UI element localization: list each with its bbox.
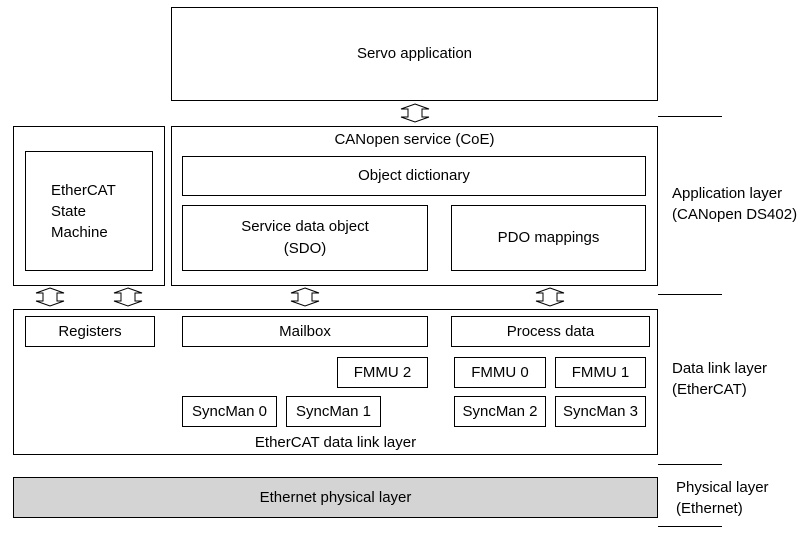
servo-application-box: Servo application <box>171 7 658 101</box>
physical-layer-label-line-2: (Ethernet) <box>676 500 743 517</box>
fmmu-2-label: FMMU 2 <box>353 363 412 381</box>
physical-layer-box: Ethernet physical layer <box>13 477 658 518</box>
arrow-pdo-processdata <box>530 287 570 307</box>
state-machine-line-3: Machine <box>51 224 108 241</box>
syncman-1-box: SyncMan 1 <box>286 396 381 427</box>
application-layer-label-line-1: Application layer <box>672 185 783 202</box>
fmmu-1-label: FMMU 1 <box>571 363 630 381</box>
separator-application-bottom <box>658 294 722 295</box>
process-data-label: Process data <box>506 322 595 340</box>
application-layer-label-line-2: (CANopen DS402) <box>672 206 798 223</box>
pdo-mappings-box: PDO mappings <box>451 205 646 271</box>
process-data-box: Process data <box>451 316 650 347</box>
arrow-statemachine-registers <box>30 287 70 307</box>
mailbox-box: Mailbox <box>182 316 428 347</box>
syncman-3-box: SyncMan 3 <box>555 396 646 427</box>
syncman-0-label: SyncMan 0 <box>191 402 268 420</box>
separator-datalink-bottom <box>658 464 722 465</box>
fmmu-0-label: FMMU 0 <box>471 363 529 381</box>
sdo-box: Service data object (SDO) <box>182 205 428 271</box>
syncman-1-label: SyncMan 1 <box>295 402 372 420</box>
syncman-3-label: SyncMan 3 <box>562 402 639 420</box>
datalink-layer-caption: EtherCAT data link layer <box>254 434 417 451</box>
datalink-layer-label-line-1: Data link layer <box>672 360 768 377</box>
datalink-layer-label: Data link layer (EtherCAT) <box>672 358 767 400</box>
physical-layer-box-label: Ethernet physical layer <box>259 488 412 506</box>
state-machine-box: EtherCAT State Machine <box>25 151 153 271</box>
sdo-label-line-1: Service data object <box>241 218 369 235</box>
state-machine-line-1: EtherCAT <box>51 182 116 199</box>
fmmu-2-box: FMMU 2 <box>337 357 428 388</box>
arrow-statemachine-mailbox <box>108 287 148 307</box>
application-layer-label: Application layer (CANopen DS402) <box>672 183 797 225</box>
mailbox-label: Mailbox <box>279 322 331 340</box>
syncman-2-box: SyncMan 2 <box>454 396 546 427</box>
canopen-service-label: CANopen service (CoE) <box>334 131 495 148</box>
separator-application-top <box>658 116 722 117</box>
syncman-0-box: SyncMan 0 <box>182 396 277 427</box>
state-machine-line-2: State <box>51 203 87 220</box>
fmmu-0-box: FMMU 0 <box>454 357 546 388</box>
syncman-2-label: SyncMan 2 <box>462 402 538 420</box>
arrow-sdo-mailbox <box>285 287 325 307</box>
object-dictionary-label: Object dictionary <box>358 167 470 184</box>
registers-label: Registers <box>58 322 122 340</box>
object-dictionary-box: Object dictionary <box>182 156 646 196</box>
arrow-servo-canopen <box>395 103 435 123</box>
datalink-layer-label-line-2: (EtherCAT) <box>672 381 747 398</box>
sdo-label-line-2: (SDO) <box>283 240 327 257</box>
servo-application-label: Servo application <box>356 45 473 62</box>
pdo-mappings-label: PDO mappings <box>497 229 600 246</box>
physical-layer-label-line-1: Physical layer <box>676 479 769 496</box>
registers-box: Registers <box>25 316 155 347</box>
fmmu-1-box: FMMU 1 <box>555 357 646 388</box>
separator-physical-bottom <box>658 526 722 527</box>
physical-layer-label: Physical layer (Ethernet) <box>676 477 769 519</box>
